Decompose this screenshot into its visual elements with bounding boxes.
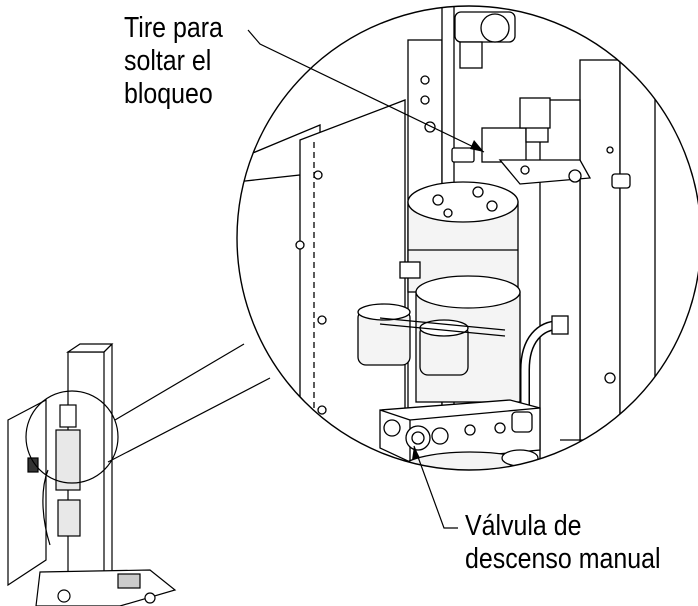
zoom-connector-top	[114, 343, 245, 421]
callout-line: Válvula de	[465, 510, 582, 542]
callout-line: bloqueo	[124, 78, 213, 110]
callout-line: descenso manual	[465, 543, 661, 575]
leader-valve	[413, 445, 458, 529]
callout-manual-lowering-valve: Válvula de descenso manual	[465, 510, 661, 576]
callout-line: soltar el	[124, 45, 212, 77]
zoom-connector-bottom	[107, 377, 271, 463]
callout-lock-release: Tire para soltar el bloqueo	[124, 12, 223, 111]
zoom-circle-small	[25, 390, 119, 484]
small-lift-view	[7, 343, 177, 606]
zoom-circle-large	[236, 5, 698, 471]
callout-line: Tire para	[124, 12, 223, 44]
leader-release	[247, 29, 485, 153]
leader-release-arrow	[470, 140, 484, 152]
leader-valve-arrow	[412, 446, 420, 460]
